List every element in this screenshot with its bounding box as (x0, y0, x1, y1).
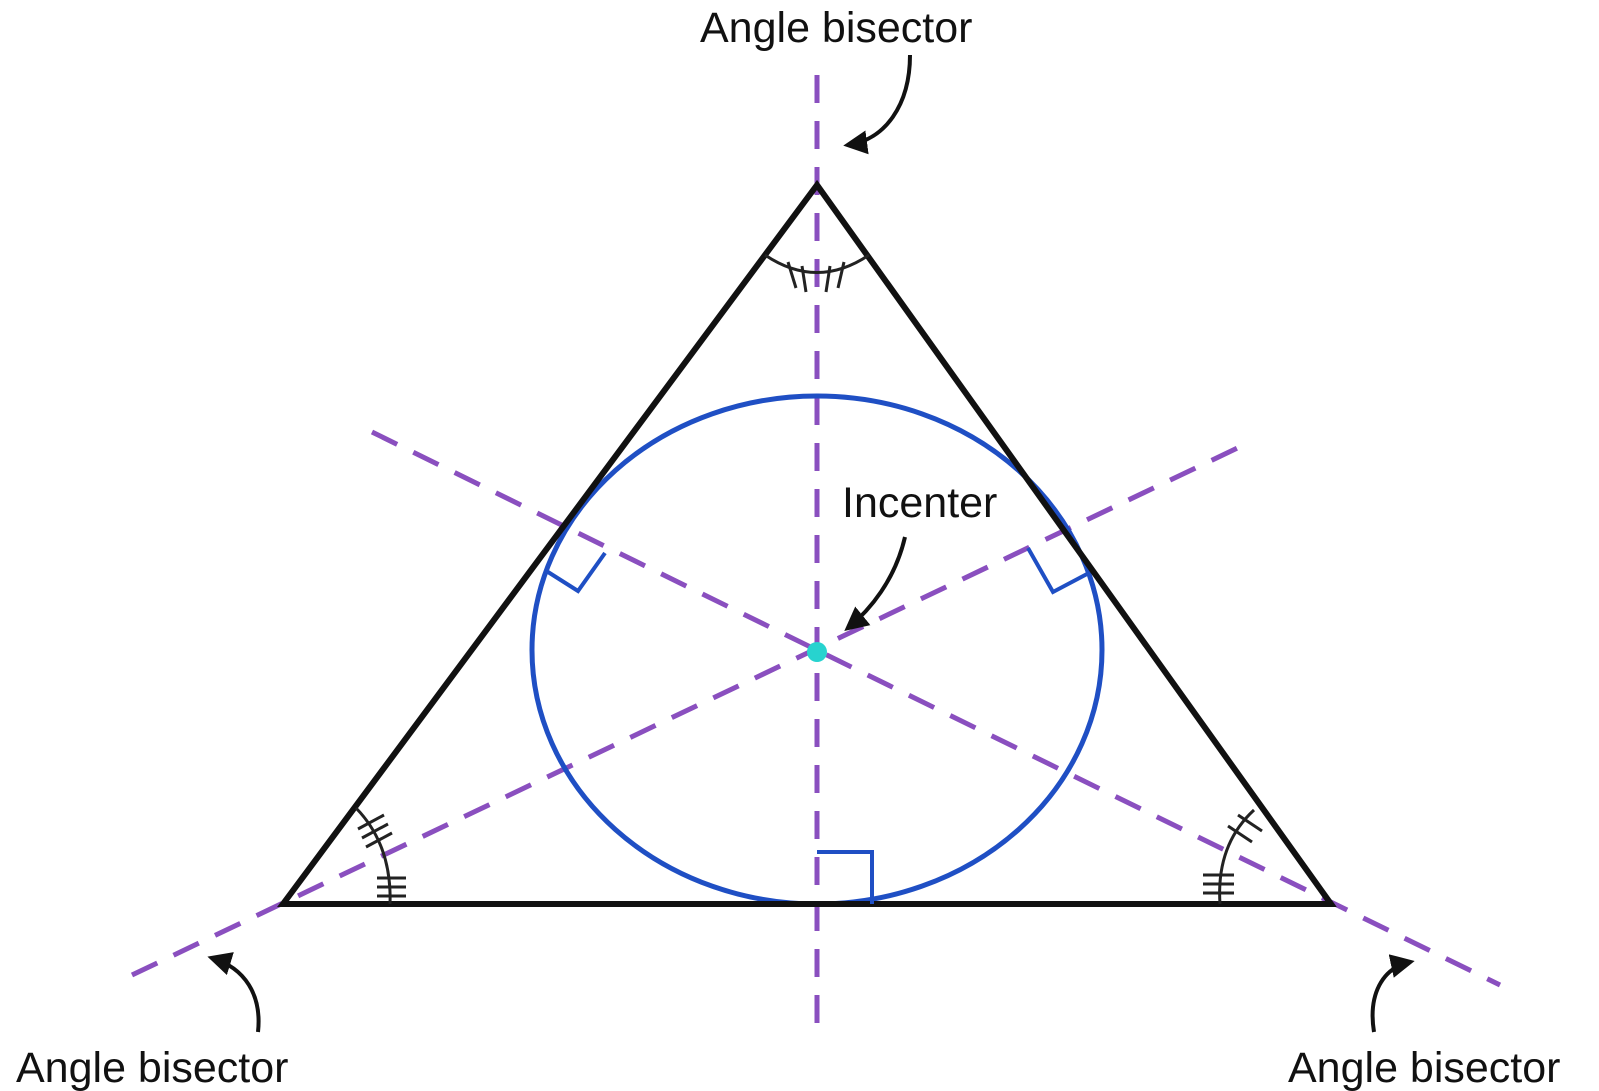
triangle (277, 179, 1337, 907)
right-angle-mark-right (1026, 547, 1088, 595)
right-vertex-angle-bisector (370, 429, 1502, 988)
left-vertex-angle-bisector (130, 440, 1250, 978)
top-bisector-label: Angle bisector (700, 4, 973, 52)
right-bisector-label: Angle bisector (1288, 1044, 1561, 1091)
incenter-label-arrow (844, 536, 907, 632)
left-angle-marks (354, 806, 406, 905)
right-label-arrow (1370, 954, 1415, 1033)
top-angle-marks (764, 253, 870, 293)
incenter-point (807, 642, 827, 662)
left-label-arrow (207, 952, 261, 1033)
left-bisector-label: Angle bisector (16, 1044, 289, 1091)
right-angle-marks (1203, 808, 1263, 905)
top-label-arrow (843, 54, 912, 155)
incenter-label: Incenter (842, 479, 997, 527)
right-angle-mark-left (546, 551, 607, 594)
right-angle-mark-bottom (817, 850, 874, 904)
